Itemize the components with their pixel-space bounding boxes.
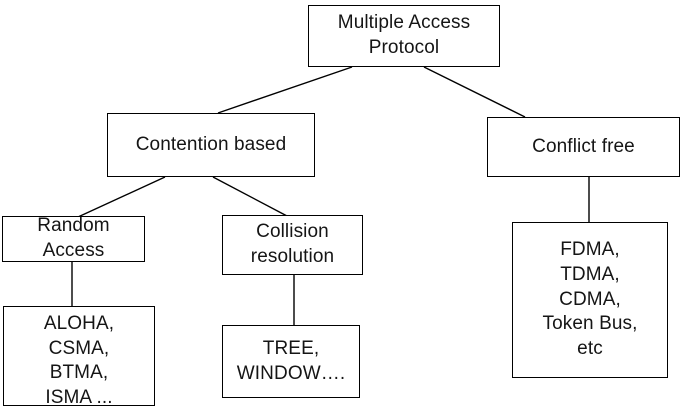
node-collision-resolution[interactable]: Collision resolution [222,215,363,275]
node-random-access-protocol-list[interactable]: ALOHA, CSMA, BTMA, ISMA ... [3,306,155,408]
edge-contention-to-collision-resolution [212,176,288,217]
node-label: Collision resolution [250,221,335,267]
node-multiple-access-protocol[interactable]: Multiple Access Protocol [308,5,500,67]
node-label: TREE, WINDOW…. [236,337,346,384]
node-label: ALOHA, CSMA, BTMA, ISMA ... [43,313,115,409]
edge-root-to-conflict-free [423,66,526,118]
node-label: FDMA, TDMA, CDMA, Token Bus, etc [542,239,638,360]
edge-contention-to-random-access [77,176,166,218]
node-random-access[interactable]: Random Access [2,215,145,262]
node-contention-based[interactable]: Contention based [107,113,315,177]
node-collision-resolution-protocol-list[interactable]: TREE, WINDOW…. [222,325,360,398]
node-label: Conflict free [532,135,635,157]
edge-root-to-contention [217,66,353,114]
node-conflict-free[interactable]: Conflict free [487,117,680,177]
node-label: Multiple Access Protocol [337,12,471,58]
node-label: Contention based [135,133,287,155]
node-conflict-free-protocol-list[interactable]: FDMA, TDMA, CDMA, Token Bus, etc [512,222,668,378]
node-label: Random Access [37,215,110,261]
